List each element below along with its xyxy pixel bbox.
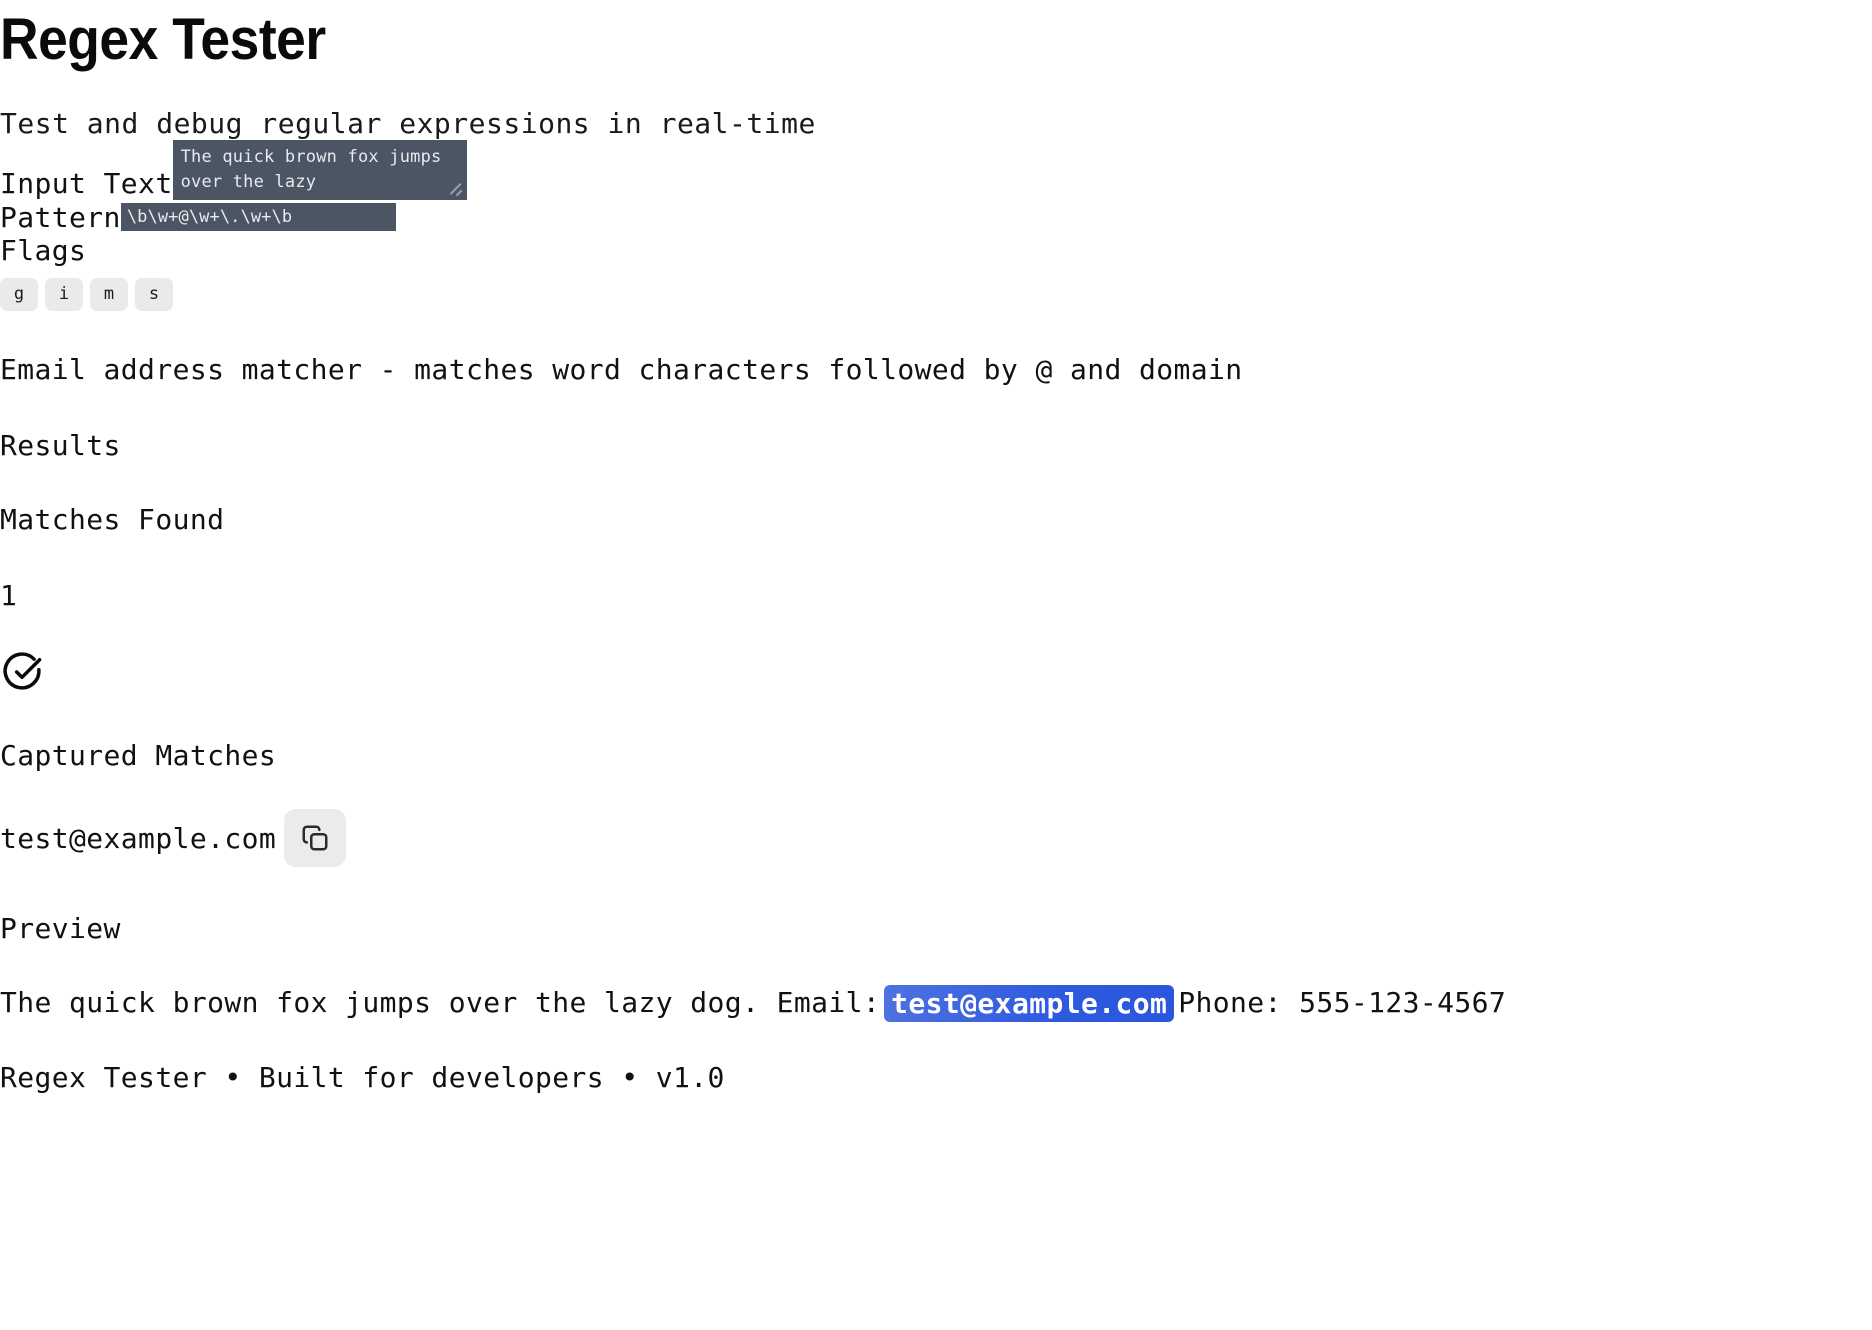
pattern-field-row: Pattern \b\w+@\w+\.\w+\b [0,200,1872,234]
copy-button[interactable] [284,809,347,868]
flags-row: g i m s [0,278,1872,312]
flags-label: Flags [0,234,87,268]
results-section-title: Results [0,428,121,462]
preview-suffix-text: Phone: 555-123-4567 [1178,986,1507,1020]
matches-found-count: 1 [0,579,18,613]
flag-chip-ignore-case[interactable]: i [45,278,83,312]
flag-chip-dotall[interactable]: s [135,278,173,312]
copy-icon [300,823,330,853]
preview-title: Preview [0,912,121,946]
page-title: Regex Tester [0,7,326,72]
preview-line: The quick brown fox jumps over the lazy … [0,984,1872,1022]
pattern-label: Pattern [0,200,121,234]
captured-match-value: test@example.com [0,821,277,855]
circle-check-icon [0,650,44,694]
flag-chip-multiline[interactable]: m [90,278,128,312]
input-text-textarea[interactable]: The quick brown fox jumps over the lazy [172,139,467,200]
footer-text: Regex Tester • Built for developers • v1… [0,1060,725,1094]
pattern-input[interactable]: \b\w+@\w+\.\w+\b [120,203,396,232]
captured-matches-title: Captured Matches [0,738,277,772]
flag-chip-global[interactable]: g [0,278,38,312]
page-subtitle: Test and debug regular expressions in re… [0,106,816,140]
preview-match-highlight: test@example.com [884,984,1175,1022]
textarea-resize-handle[interactable] [447,179,463,197]
captured-match-row: test@example.com [0,809,1872,868]
pattern-description: Email address matcher - matches word cha… [0,353,1243,387]
input-text-label: Input Text [0,167,173,201]
input-text-field-row: Input Text The quick brown fox jumps ove… [0,139,1872,201]
matches-found-label: Matches Found [0,503,225,537]
regex-tester-page: Regex Tester Test and debug regular expr… [0,7,1872,1094]
preview-prefix-text: The quick brown fox jumps over the lazy … [0,986,881,1020]
